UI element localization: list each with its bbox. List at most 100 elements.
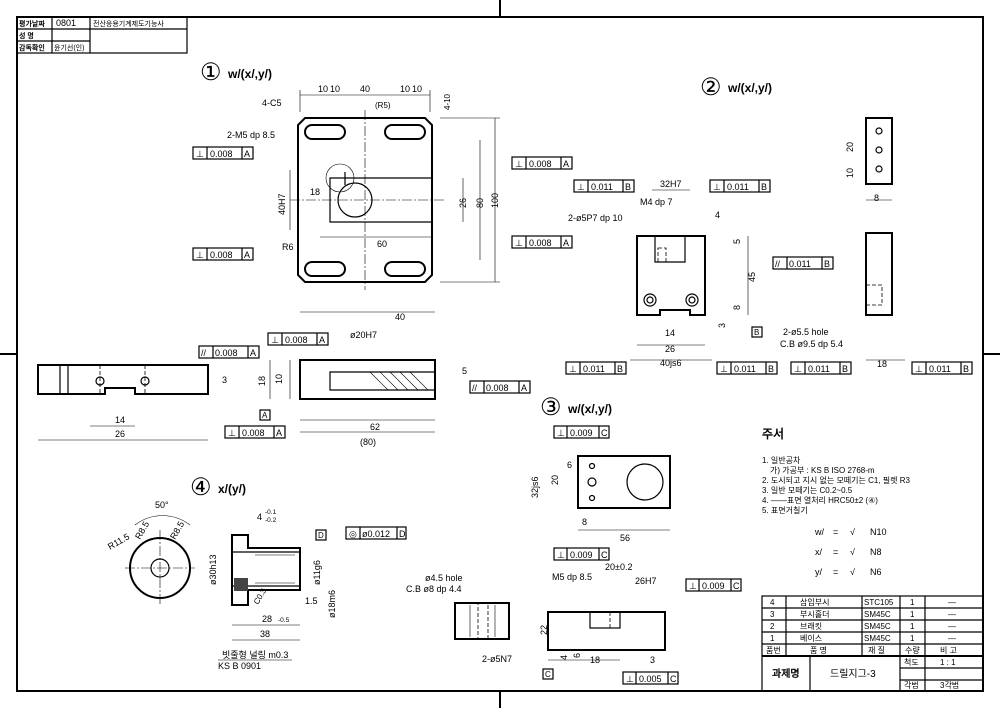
scale-value: 1 : 1	[940, 658, 956, 667]
parts-row-material: SM45C	[864, 610, 891, 619]
project-label: 과제명	[772, 667, 800, 680]
p4-dim-4-sup: -0.1	[265, 509, 277, 516]
p2-dim-45: 45	[747, 272, 757, 282]
p2-dim-40js6: 40js6	[660, 358, 682, 368]
part1-top-view	[289, 90, 500, 290]
p1s-dim-62: 62	[370, 422, 380, 432]
svg-text:0.009: 0.009	[702, 581, 725, 591]
p2-dim-8: 8	[732, 305, 742, 310]
parts-row-note: —	[948, 598, 956, 607]
svg-text:=: =	[833, 567, 838, 577]
p4-dim-18m6: ø18m6	[327, 590, 337, 618]
p4-dim-38: 38	[260, 629, 270, 639]
svg-text:⊥: ⊥	[271, 335, 279, 345]
note-1a: 가) 가공부 : KS B ISO 2768-m	[770, 466, 875, 475]
svg-text:⊥: ⊥	[515, 238, 523, 248]
p1-tol-frame-3: ⊥ 0.008 A	[511, 156, 573, 170]
p1s-tol-frame-4: ⊥ 0.008 A	[224, 425, 286, 439]
svg-text:C: C	[601, 428, 608, 438]
svg-text:⊥: ⊥	[794, 364, 802, 374]
roughness-x: x/	[815, 547, 823, 557]
p2-hole: 2-ø5.5 hole	[783, 327, 829, 337]
parts-row-no: 4	[770, 598, 775, 607]
header-qty: 수량	[905, 645, 920, 655]
svg-text:⊥: ⊥	[196, 149, 204, 159]
p1-tol-frame-4: ⊥ 0.008 A	[511, 235, 573, 249]
supervisor-label: 감독확인	[19, 43, 45, 52]
p4-r85b: R8.5	[168, 520, 186, 541]
part3-side-views	[454, 602, 666, 661]
p2-dim-14: 14	[665, 328, 675, 338]
p4-datum-d: D	[318, 531, 324, 540]
p4-dim-28: 28	[262, 614, 272, 624]
p3-dim-26h7: 26H7	[635, 576, 657, 586]
roughness-w: w/	[814, 527, 824, 537]
svg-text:ø0.012: ø0.012	[362, 529, 390, 539]
notes-block: 주서 1. 일반공차 가) 가공부 : KS B ISO 2768-m 2. 도…	[762, 426, 910, 577]
svg-text:0.011: 0.011	[583, 364, 605, 374]
p1-dim-10c: 10	[400, 84, 410, 94]
p1s-dim-14: 14	[115, 415, 125, 425]
p1-dim-60: 60	[377, 239, 387, 249]
part4-section-view	[231, 534, 301, 641]
svg-text:0.009: 0.009	[570, 428, 593, 438]
svg-text:A: A	[276, 428, 282, 438]
parts-row-no: 3	[770, 610, 775, 619]
p4-dim-30h13: ø30h13	[208, 554, 218, 585]
p1-dim-100: 100	[490, 193, 500, 208]
p2-p7: 2-ø5P7 dp 10	[568, 213, 623, 223]
p2-dim-18: 18	[877, 359, 887, 369]
parts-row-material: SM45C	[864, 634, 891, 643]
p2-dim-32h7: 32H7	[660, 179, 682, 189]
svg-text:A: A	[244, 149, 250, 159]
p2-cb: C.B ø9.5 dp 5.4	[780, 339, 843, 349]
note-1: 1. 일반공차	[762, 456, 801, 465]
svg-text:0.011: 0.011	[734, 364, 756, 374]
p4-r115: R11.5	[106, 531, 131, 551]
part2-side-views	[865, 117, 905, 361]
svg-text:⊥: ⊥	[196, 250, 204, 260]
project-value: 드릴지그-3	[830, 667, 876, 680]
p2-dim-26: 26	[665, 344, 675, 354]
p3-datum-box	[542, 668, 554, 680]
p1-dim-4-10: 4-10	[443, 93, 452, 110]
svg-text:0.009: 0.009	[570, 550, 593, 560]
parts-row-qty: 1	[910, 622, 915, 631]
parts-row-no: 1	[770, 634, 775, 643]
p3-dim-18: 18	[590, 655, 600, 665]
svg-text:√: √	[850, 527, 855, 537]
roughness-n6: N6	[870, 567, 882, 577]
header-note: 비 고	[940, 646, 957, 655]
p3-dim-6: 6	[567, 460, 572, 470]
svg-text:0.005: 0.005	[639, 674, 662, 684]
svg-text:=: =	[833, 527, 838, 537]
p1-tol-frame-2: ⊥ 0.008 A	[192, 247, 254, 261]
svg-text:⊥: ⊥	[515, 159, 523, 169]
svg-text:C: C	[601, 550, 608, 560]
part1-side-views	[37, 311, 436, 441]
p2-dim-5: 5	[732, 239, 742, 244]
svg-text:C: C	[733, 581, 740, 591]
parts-row-no: 2	[770, 622, 775, 631]
p1s-tol-frame-1: // 0.008 A	[198, 345, 260, 359]
parts-row-qty: 1	[910, 598, 915, 607]
p3-dim-6b: 6	[572, 653, 582, 658]
p3-cb: C.B ø8 dp 4.4	[406, 584, 462, 594]
p3-hole: ø4.5 hole	[425, 573, 463, 583]
p4-ks-text: KS B 0901	[218, 661, 261, 671]
p2-dim-3: 3	[717, 323, 727, 328]
svg-text:0.008: 0.008	[285, 335, 308, 345]
parts-row-note: —	[948, 634, 956, 643]
parts-row-name: 삽입부시	[800, 598, 829, 607]
p1s-dim-5: 5	[462, 366, 467, 376]
p1-dim-10a: 10	[318, 84, 328, 94]
parts-row-name: 부시홀더	[800, 609, 829, 619]
p3-m5: M5 dp 8.5	[552, 572, 592, 582]
p4-dim-11g6: ø11g6	[312, 560, 322, 585]
view1-finish: w/(x/,y/)	[227, 67, 272, 81]
part4-end-view	[125, 515, 195, 606]
p3-dim-32js6: 32js6	[530, 476, 540, 498]
